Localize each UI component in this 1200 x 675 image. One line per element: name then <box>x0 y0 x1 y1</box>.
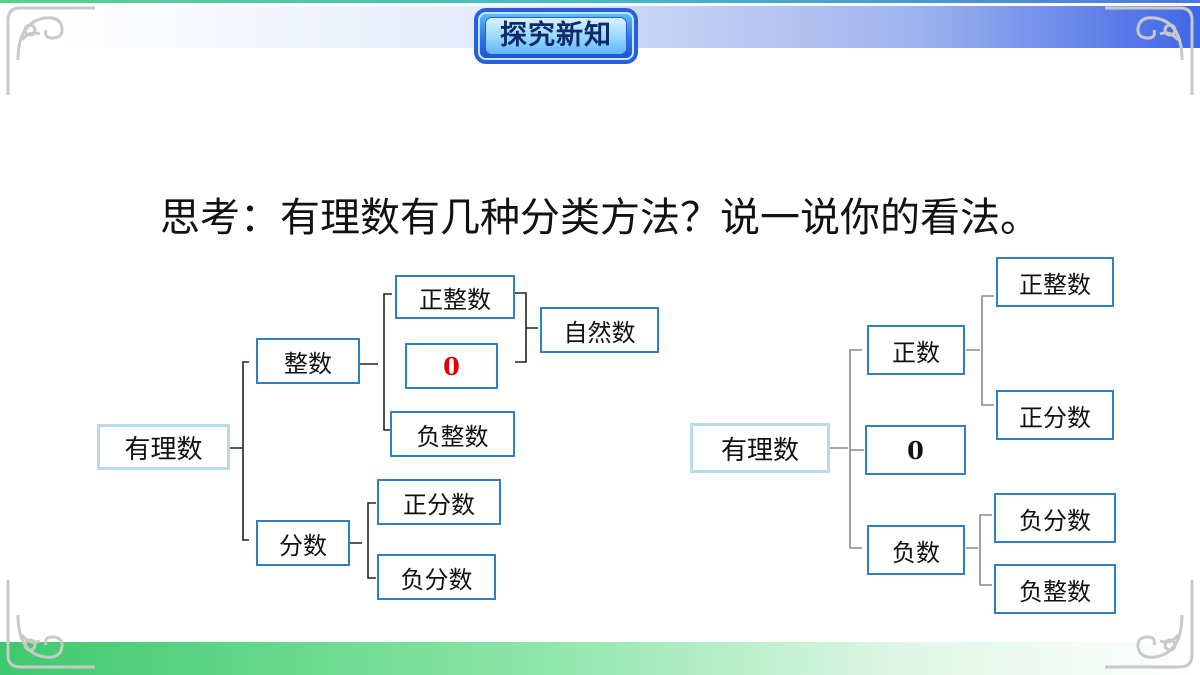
footer-band <box>0 642 1200 675</box>
right-root-brace <box>830 349 864 549</box>
right-positive-brace <box>966 295 994 406</box>
right-positive-fraction-box: 正分数 <box>996 390 1114 440</box>
question-text: 思考：有理数有几种分类方法？说一说你的看法。 <box>160 195 1040 241</box>
left-natural-number-box: 自然数 <box>540 307 659 353</box>
right-negative-brace <box>966 514 992 586</box>
left-root-box: 有理数 <box>97 424 230 470</box>
right-zero-box: 0 <box>865 425 966 475</box>
left-negative-integer-box: 负整数 <box>390 411 515 457</box>
right-positive-box: 正数 <box>867 325 965 375</box>
left-root-brace <box>230 361 249 541</box>
left-positive-fraction-box: 正分数 <box>377 479 501 525</box>
left-fraction-box: 分数 <box>256 520 350 566</box>
corner-ornament-bottom-right-icon <box>1100 575 1200 675</box>
right-negative-integer-box: 负整数 <box>994 564 1116 614</box>
left-integer-box: 整数 <box>256 338 360 384</box>
left-zero-box: 0 <box>405 343 498 389</box>
right-root-box: 有理数 <box>690 423 830 473</box>
left-natural-brace <box>515 292 538 363</box>
section-title: 探究新知 <box>500 20 612 51</box>
left-negative-fraction-box: 负分数 <box>377 554 496 600</box>
top-accent-line <box>0 0 1200 3</box>
left-integer-brace <box>360 293 392 431</box>
left-positive-integer-box: 正整数 <box>395 275 515 319</box>
corner-ornament-top-left-icon <box>0 0 100 100</box>
left-fraction-brace <box>350 502 376 579</box>
right-negative-fraction-box: 负分数 <box>994 493 1116 543</box>
corner-ornament-bottom-left-icon <box>0 575 100 675</box>
corner-ornament-top-right-icon <box>1100 0 1200 100</box>
badge-plate <box>486 18 626 54</box>
right-positive-integer-box: 正整数 <box>996 257 1114 307</box>
right-negative-box: 负数 <box>867 525 965 575</box>
section-title-badge: 探究新知 <box>470 6 642 66</box>
